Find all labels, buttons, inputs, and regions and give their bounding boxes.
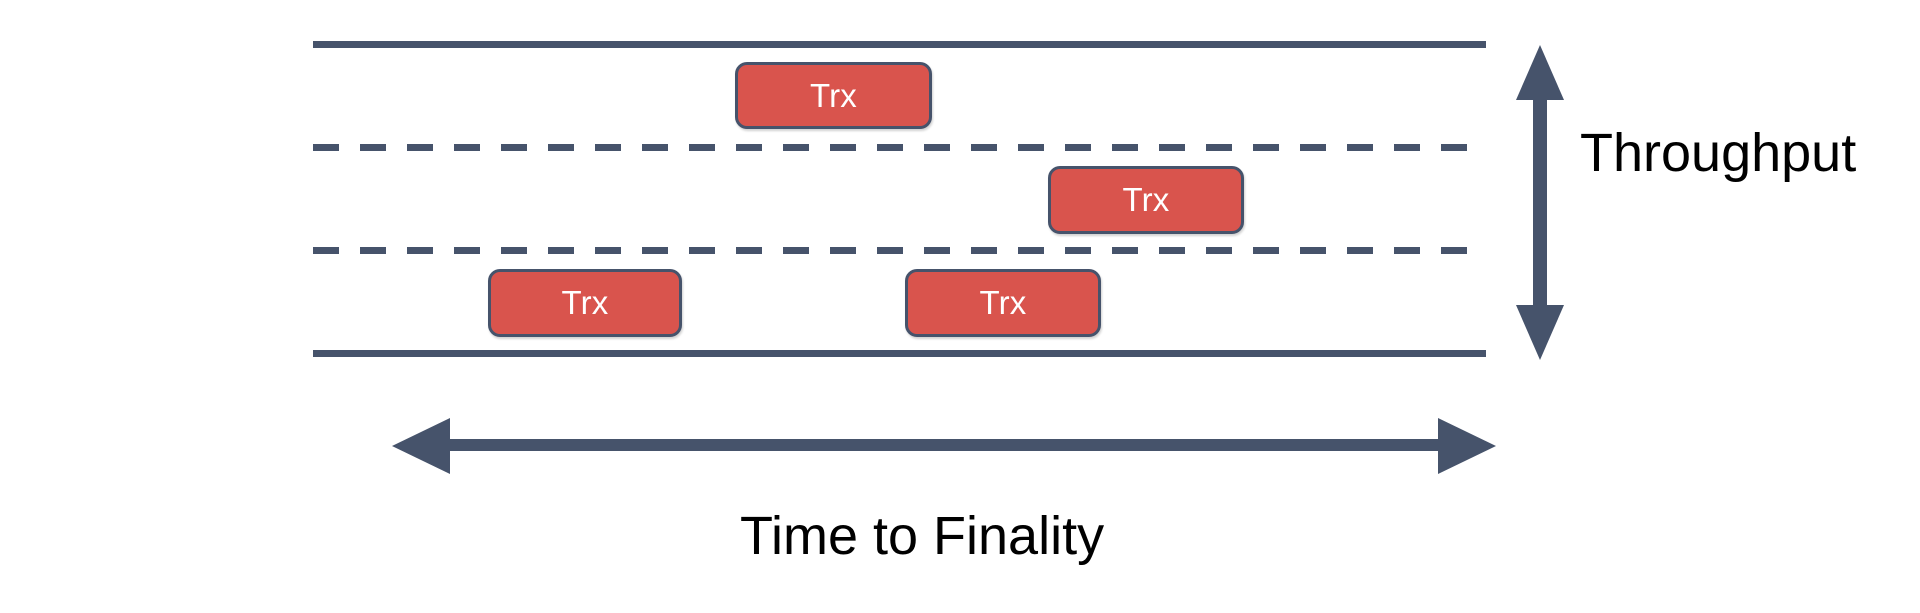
transaction-label: Trx: [561, 284, 609, 321]
finality-axis-arrow: [392, 418, 1496, 474]
lane-line-divider-upper-dashed: [313, 144, 1486, 151]
throughput-arrow-shaft: [1533, 98, 1547, 308]
throughput-arrow-head-up: [1516, 45, 1564, 100]
throughput-arrow-head-down: [1516, 305, 1564, 360]
transaction-box[interactable]: Trx: [735, 62, 932, 129]
transaction-label: Trx: [979, 284, 1027, 321]
lane-line-divider-lower-dashed: [313, 247, 1486, 254]
finality-arrow-head-right: [1438, 418, 1496, 474]
transaction-box[interactable]: Trx: [905, 269, 1101, 337]
lane-line-bottom-solid: [313, 350, 1486, 357]
finality-axis-label: Time to Finality: [740, 506, 1105, 566]
transaction-box[interactable]: Trx: [488, 269, 682, 337]
lane-line-top-solid: [313, 41, 1486, 48]
finality-arrow-shaft: [444, 439, 1444, 451]
finality-arrow-head-left: [392, 418, 450, 474]
transaction-label: Trx: [809, 76, 858, 114]
throughput-axis-arrow: [1516, 45, 1564, 360]
transaction-label: Trx: [1122, 181, 1170, 218]
transaction-box[interactable]: Trx: [1048, 166, 1244, 234]
throughput-axis-label: Throughput: [1580, 123, 1857, 183]
